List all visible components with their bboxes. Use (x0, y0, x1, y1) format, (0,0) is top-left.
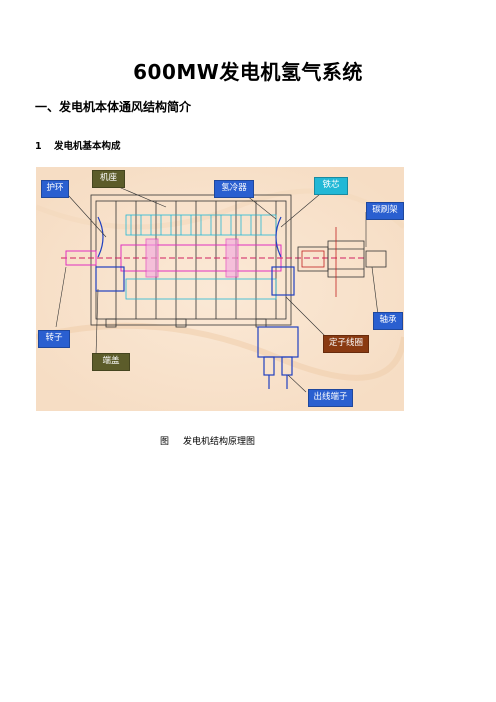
caption-prefix: 图 (160, 437, 170, 447)
generator-diagram: 护环 机座 氢冷器 铁芯 碳刷架 转子 端盖 定子线圈 轴承 出线端子 (35, 167, 407, 411)
subsection-title: 发电机基本构成 (54, 141, 121, 152)
label-rotor: 转子 (38, 330, 70, 348)
label-frame: 机座 (92, 170, 125, 188)
label-stator-winding: 定子线圈 (323, 335, 369, 353)
subsection-heading: 1 发电机基本构成 (35, 138, 121, 152)
label-cooler: 氢冷器 (214, 180, 254, 198)
label-shield: 护环 (41, 180, 69, 198)
label-brush-holder: 碳刷架 (366, 202, 404, 220)
caption-text: 发电机结构原理图 (183, 437, 256, 447)
section-heading: 一、发电机本体通风结构简介 (35, 100, 192, 114)
page-title: 600MW发电机氢气系统 (133, 60, 363, 84)
label-end-cover: 端盖 (92, 353, 130, 371)
generator-drawing (35, 167, 407, 411)
figure-caption: 图 发电机结构原理图 (160, 434, 255, 447)
label-core: 铁芯 (314, 177, 348, 195)
label-terminal: 出线端子 (308, 389, 353, 407)
subsection-number: 1 (35, 141, 42, 152)
label-bearing: 轴承 (373, 312, 403, 330)
